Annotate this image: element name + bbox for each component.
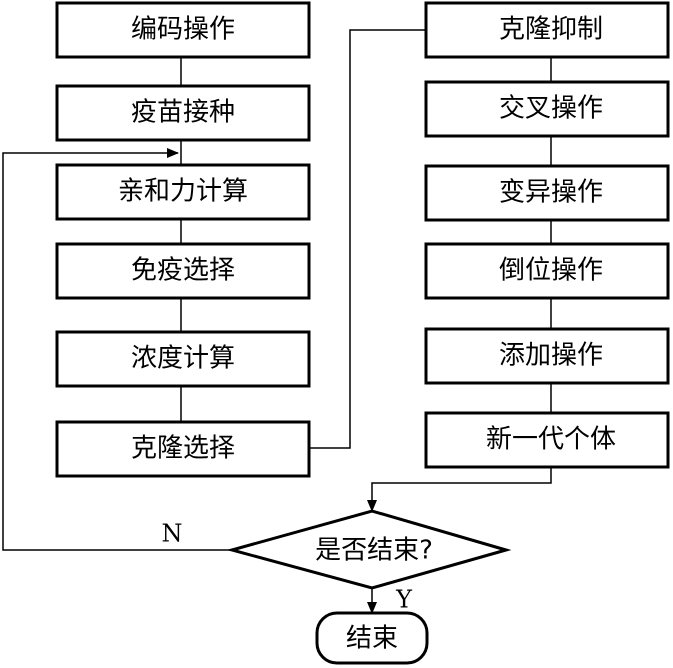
box-crossover-label: 交叉操作 [499, 94, 603, 124]
box-addition-label: 添加操作 [499, 341, 603, 371]
box-clone-suppress [424, 1, 670, 59]
box-affinity [55, 163, 311, 221]
box-clone-suppress-label: 克隆抑制 [499, 15, 603, 45]
box-new-generation-label: 新一代个体 [486, 425, 616, 455]
box-encode [55, 1, 311, 59]
box-concentration-label: 浓度计算 [131, 344, 235, 374]
box-mutation-label: 变异操作 [499, 178, 603, 208]
box-clone-select-label: 克隆选择 [131, 434, 235, 464]
connector-newgen-to-decision [367, 467, 552, 512]
box-inversion [424, 242, 670, 300]
box-immune-select [55, 242, 311, 300]
decision-label: 是否结束? [315, 536, 433, 566]
box-mutation [424, 164, 670, 222]
connector-loop-back [2, 148, 232, 551]
box-addition [424, 327, 670, 385]
end-terminal [315, 611, 429, 665]
yes-branch-label: Y [395, 586, 413, 614]
box-vaccine [55, 84, 311, 142]
box-clone-select [55, 420, 311, 478]
box-inversion-label: 倒位操作 [499, 256, 603, 286]
decision-diamond [226, 509, 512, 590]
box-new-generation [424, 411, 670, 469]
no-branch-label: N [162, 520, 183, 548]
box-encode-label: 编码操作 [131, 15, 235, 45]
box-immune-select-label: 免疫选择 [131, 256, 235, 286]
end-terminal-label: 结束 [346, 624, 398, 654]
box-vaccine-label: 疫苗接种 [131, 98, 235, 128]
box-affinity-label: 亲和力计算 [118, 177, 248, 207]
box-crossover [424, 80, 670, 138]
box-concentration [55, 330, 311, 388]
connector-clone-select-to-suppress [309, 29, 426, 449]
